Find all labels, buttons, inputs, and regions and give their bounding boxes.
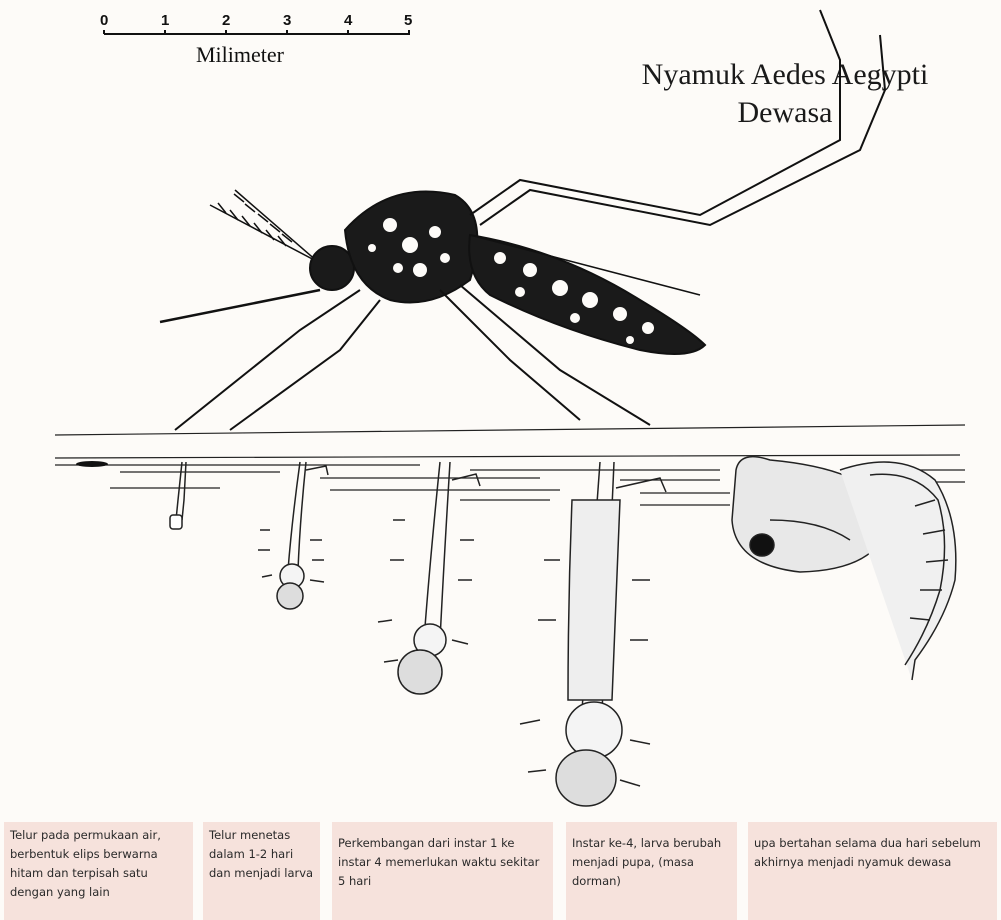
mosquito-head xyxy=(310,246,354,290)
caption-hatch: Telur menetas dalam 1-2 hari dan menjadi… xyxy=(203,822,320,920)
larva-instar-4 xyxy=(520,462,666,806)
mosquito-legs xyxy=(175,10,885,430)
pupa xyxy=(732,457,956,680)
mosquito-antennae xyxy=(210,190,318,262)
caption-adult: upa bertahan selama dua hari sebelum akh… xyxy=(748,822,997,920)
mosquito-proboscis xyxy=(160,290,320,322)
egg-stage xyxy=(76,461,108,467)
caption-instar: Perkembangan dari instar 1 ke instar 4 m… xyxy=(332,822,553,920)
adult-mosquito xyxy=(160,10,885,430)
larva-instar-3 xyxy=(378,462,480,694)
larva-instar-2 xyxy=(258,462,328,609)
egg xyxy=(76,461,108,467)
lifecycle-illustration xyxy=(0,0,1001,820)
caption-pupa: Instar ke-4, larva berubah menjadi pupa,… xyxy=(566,822,737,920)
scale-bar xyxy=(104,30,410,34)
caption-egg: Telur pada permukaan air, berbentuk elip… xyxy=(4,822,193,920)
